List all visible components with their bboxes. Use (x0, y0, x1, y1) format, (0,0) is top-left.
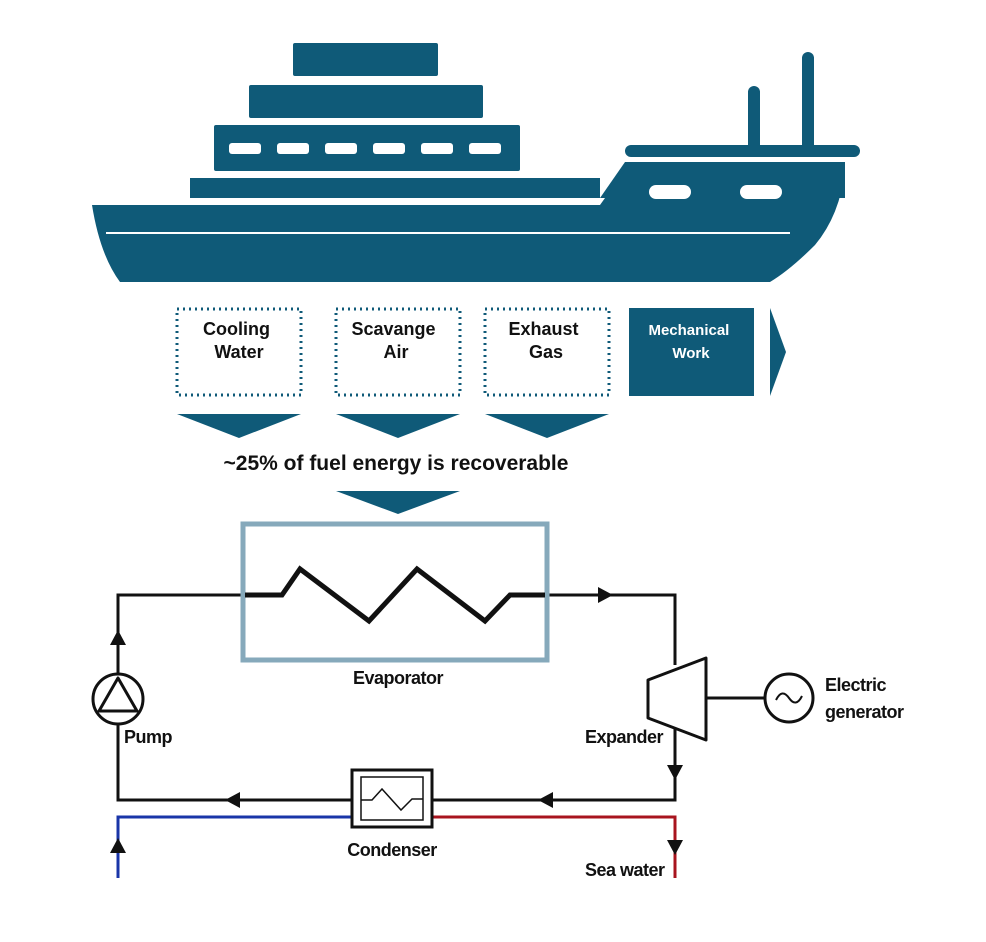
electric-generator-icon (763, 672, 815, 724)
cooling-water-box (175, 307, 303, 397)
ship-mast-short (748, 86, 760, 151)
scavange-air-label-2: Air (383, 342, 408, 362)
evaporator-label: Evaporator (353, 668, 444, 688)
electric-generator-label-2: generator (825, 702, 904, 722)
cooling-water-label-2: Water (214, 342, 263, 362)
source-down-arrows (177, 414, 609, 438)
electric-generator-label-1: Electric (825, 675, 887, 695)
pump-icon (91, 672, 145, 726)
orc-cycle (116, 593, 765, 802)
pipe-pump-to-evaporator (116, 593, 245, 678)
evaporator-coil (245, 565, 545, 625)
flow-arrow-right-top (598, 587, 613, 603)
exhaust-gas-down-arrow (485, 414, 609, 438)
exhaust-gas-box (483, 307, 611, 397)
cooling-water-label-1: Cooling (203, 319, 270, 339)
scavange-air-label-1: Scavange (351, 319, 435, 339)
condenser-label: Condenser (347, 840, 437, 860)
ship-windows (229, 143, 782, 199)
sea-water-label: Sea water (585, 860, 665, 880)
ship-mast-tall (802, 52, 814, 151)
flow-arrow-left-bottom-left (225, 792, 240, 808)
svg-text:Mechanical Work: Mechanical Work (648, 322, 733, 362)
svg-text:Scavange Air: Scavange Air (351, 319, 440, 362)
condenser-icon (350, 768, 434, 829)
pump-label: Pump (124, 727, 173, 747)
svg-text:Electric generator: Electric generator (825, 675, 904, 722)
flow-arrows (110, 587, 683, 855)
flow-arrow-left-bottom-right (538, 792, 553, 808)
ship-fourth-deck (190, 178, 600, 198)
hot-sea-water-pipe (432, 815, 677, 878)
expander-label: Expander (585, 727, 664, 747)
cold-sea-water-pipe (116, 815, 352, 878)
ship-bow-deck (625, 145, 860, 157)
mechanical-work-label-1: Mechanical (648, 322, 729, 339)
pipe-evaporator-to-expander (545, 593, 677, 665)
exhaust-gas-label-1: Exhaust (508, 319, 578, 339)
flow-arrow-up-left (110, 630, 126, 645)
svg-text:Exhaust Gas: Exhaust Gas (508, 319, 583, 362)
scavange-air-down-arrow (336, 414, 460, 438)
expander-icon (646, 656, 708, 742)
scavange-air-box (334, 307, 462, 397)
recoverable-energy-caption: ~25% of fuel energy is recoverable (224, 452, 569, 475)
energy-source-boxes: Cooling Water Scavange Air Exhaust Gas M… (175, 307, 786, 397)
ship-top-deck (293, 43, 438, 76)
cold-water-inlet-arrow (110, 838, 126, 853)
svg-text:Cooling Water: Cooling Water (203, 319, 275, 362)
exhaust-gas-label-2: Gas (529, 342, 563, 362)
pipe-expander-to-condenser (432, 720, 677, 802)
evaporator-box (240, 521, 550, 663)
ship-third-deck (214, 125, 520, 171)
flow-arrow-down-right (667, 765, 683, 780)
to-evaporator-down-arrow (336, 491, 460, 514)
mechanical-work-arrow (770, 308, 786, 396)
pipe-condenser-to-pump (116, 720, 352, 802)
mechanical-work-label-2: Work (672, 345, 710, 362)
ship-second-deck (249, 85, 483, 118)
hot-water-outlet-arrow (667, 840, 683, 855)
cargo-ship-icon (92, 43, 860, 282)
cooling-water-down-arrow (177, 414, 301, 438)
mechanical-work-box (629, 308, 754, 396)
